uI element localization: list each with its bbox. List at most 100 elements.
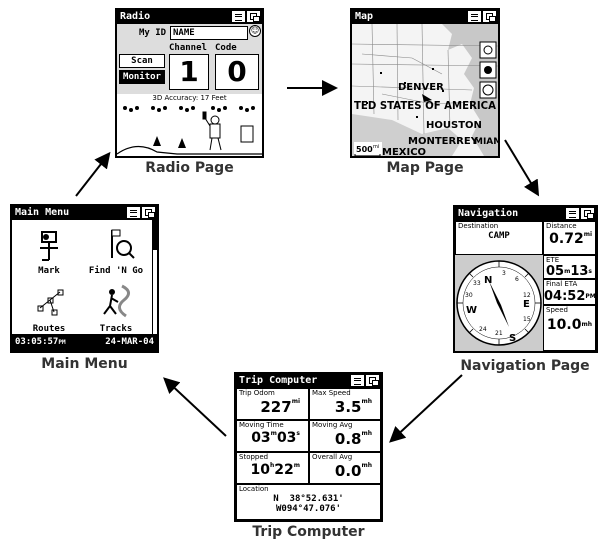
ete-label: ETE bbox=[546, 256, 560, 264]
channel-label: Channel bbox=[169, 43, 207, 53]
map-label-mexico: MEXICO bbox=[382, 147, 426, 156]
tree-icon bbox=[153, 136, 161, 146]
map-screen: Map DENVER TED STATES OF AMERICA HOUSTON… bbox=[350, 8, 500, 158]
radio-screen: Radio My ID NAME ☺ Channel Code Scan Mon… bbox=[115, 8, 264, 158]
status-time: 03:05:57 bbox=[15, 337, 59, 347]
routes-icon bbox=[37, 289, 64, 316]
max-speed-value: 3.5 bbox=[334, 398, 362, 416]
location-label: Location bbox=[239, 485, 269, 493]
moving-time-field[interactable]: Moving Time 03m03s bbox=[236, 420, 309, 452]
ete-value-b: 13 bbox=[570, 264, 589, 279]
pan-icon bbox=[482, 84, 494, 96]
final-eta-value: 04:52 bbox=[544, 289, 586, 304]
overall-avg-label: Overall Avg bbox=[312, 453, 353, 461]
menu-item-tracks[interactable]: Tracks bbox=[84, 282, 148, 334]
compass-t24: 24 bbox=[479, 326, 487, 333]
menu-item-routes[interactable]: Routes bbox=[22, 282, 76, 334]
menu-icon[interactable] bbox=[351, 375, 364, 386]
stopped-field[interactable]: Stopped 10h22m bbox=[236, 452, 309, 484]
moving-time-label: Moving Time bbox=[239, 421, 284, 429]
max-speed-label: Max Speed bbox=[312, 389, 351, 397]
arrow-navigation-to-trip bbox=[389, 374, 463, 443]
page-icon[interactable] bbox=[483, 11, 496, 22]
distance-unit: mi bbox=[583, 231, 592, 238]
person-with-radio-icon bbox=[202, 111, 222, 151]
menu-item-mark[interactable]: Mark bbox=[22, 224, 76, 276]
map-label-houston: HOUSTON bbox=[426, 120, 482, 131]
final-eta-field[interactable]: Final ETA 04:52PM bbox=[543, 279, 596, 305]
overall-avg-value: 0.0 bbox=[334, 462, 362, 480]
ete-field[interactable]: ETE 05m13s bbox=[543, 255, 596, 279]
scan-button[interactable]: Scan bbox=[119, 54, 165, 68]
compass-t33: 33 bbox=[473, 280, 481, 287]
navigation-title: Navigation bbox=[458, 208, 519, 219]
menu-label-mark: Mark bbox=[38, 266, 60, 276]
speed-label: Speed bbox=[546, 306, 568, 314]
menu-icon[interactable] bbox=[468, 11, 481, 22]
trip-odom-label: Trip Odom bbox=[239, 389, 275, 397]
max-speed-field[interactable]: Max Speed 3.5mh bbox=[309, 388, 381, 420]
main-menu-title: Main Menu bbox=[15, 207, 70, 218]
code-label: Code bbox=[215, 43, 237, 53]
menu-icon[interactable] bbox=[127, 207, 140, 218]
compass-w: W bbox=[466, 305, 477, 316]
map-scale-unit: mi bbox=[373, 144, 379, 150]
page-icon[interactable] bbox=[366, 375, 379, 386]
menu-icon[interactable] bbox=[566, 208, 579, 219]
arrow-menu-to-radio bbox=[75, 151, 111, 197]
smiley-icon[interactable]: ☺ bbox=[249, 25, 261, 37]
page-icon[interactable] bbox=[581, 208, 594, 219]
accuracy-text: 3D Accuracy: 17 Feet bbox=[152, 94, 227, 102]
speed-value: 10.0 bbox=[546, 317, 582, 333]
compass-t6: 6 bbox=[515, 276, 519, 283]
compass-t12: 12 bbox=[523, 292, 531, 299]
distance-field[interactable]: Distance 0.72mi bbox=[543, 221, 596, 255]
zoom-buttons[interactable] bbox=[479, 41, 497, 99]
status-date: 24-MAR-04 bbox=[105, 337, 154, 347]
destination-field[interactable]: Destination CAMP bbox=[455, 221, 543, 255]
mark-icon bbox=[40, 231, 58, 261]
location-field[interactable]: Location N 38°52.631' W094°47.076' bbox=[236, 484, 381, 520]
scrollbar[interactable] bbox=[152, 220, 157, 334]
zoom-out-icon bbox=[484, 66, 492, 74]
page-icon[interactable] bbox=[142, 207, 155, 218]
arrow-map-to-navigation bbox=[504, 139, 540, 197]
stopped-label: Stopped bbox=[239, 453, 269, 461]
trip-odom-field[interactable]: Trip Odom 227mi bbox=[236, 388, 309, 420]
speed-field[interactable]: Speed 10.0mh bbox=[543, 305, 596, 351]
menu-icon[interactable] bbox=[232, 11, 245, 22]
monitor-button[interactable]: Monitor bbox=[119, 70, 165, 84]
final-eta-label: Final ETA bbox=[546, 280, 578, 288]
trip-computer-screen: Trip Computer Trip Odom 227mi Max Speed … bbox=[234, 372, 383, 522]
position-arrow-icon bbox=[422, 94, 432, 102]
main-menu-titlebar: Main Menu bbox=[12, 206, 157, 220]
map-scale: 500 mi bbox=[354, 142, 382, 156]
map-caption: Map Page bbox=[386, 160, 464, 176]
map-label-monterrey: MONTERREY bbox=[408, 136, 479, 147]
status-bar: 03:05:57PM 24-MAR-04 bbox=[12, 334, 157, 351]
moving-avg-value: 0.8 bbox=[334, 430, 362, 448]
my-id-field[interactable]: NAME bbox=[170, 26, 248, 40]
trip-odom-value: 227 bbox=[260, 398, 292, 416]
channel-value[interactable]: 1 bbox=[169, 54, 209, 90]
overall-avg-field[interactable]: Overall Avg 0.0mh bbox=[309, 452, 381, 484]
navigation-screen: Navigation Destination CAMP Distance 0.7… bbox=[453, 205, 598, 353]
compass-t3: 3 bbox=[502, 270, 506, 277]
bearing-pointer-icon bbox=[489, 281, 509, 327]
map-scale-value: 500 bbox=[356, 145, 373, 154]
compass-e: E bbox=[523, 299, 530, 310]
compass-t30: 30 bbox=[465, 292, 473, 299]
map-label-denver: DENVER bbox=[398, 82, 444, 93]
compass-n: N bbox=[484, 275, 492, 286]
code-value[interactable]: 0 bbox=[215, 54, 259, 90]
page-icon[interactable] bbox=[247, 11, 260, 22]
map-canvas[interactable]: DENVER TED STATES OF AMERICA HOUSTON MON… bbox=[352, 24, 498, 156]
compass-t15: 15 bbox=[523, 316, 531, 323]
menu-label-routes: Routes bbox=[32, 324, 66, 334]
map-titlebar: Map bbox=[352, 10, 498, 24]
radio-titlebar: Radio bbox=[117, 10, 262, 24]
zoom-in-icon bbox=[483, 45, 493, 55]
menu-item-find-n-go[interactable]: Find 'N Go bbox=[84, 224, 148, 276]
moving-avg-field[interactable]: Moving Avg 0.8mh bbox=[309, 420, 381, 452]
